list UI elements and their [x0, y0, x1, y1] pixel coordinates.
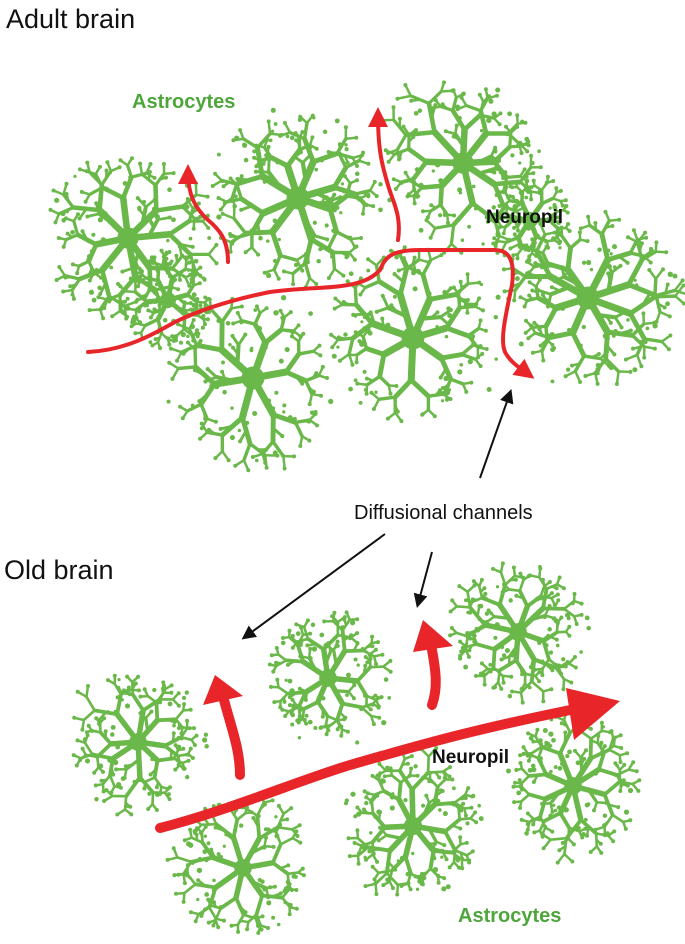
- astrocyte-cell: [491, 174, 572, 261]
- astrocyte-cell: [343, 746, 484, 897]
- astrocyte-cell: [267, 610, 393, 745]
- old-main-arrowhead: [566, 688, 620, 740]
- old-brain-heading: Old brain: [4, 555, 114, 585]
- old-astrocytes-label: Astrocytes: [458, 905, 562, 927]
- astrocyte-cell: [378, 80, 543, 255]
- pointer-arrow-adult: [479, 389, 514, 479]
- astrocyte-cell: [210, 107, 383, 290]
- old-neuropil-label: Neuropil: [432, 747, 510, 768]
- old-right-arrowhead: [413, 620, 453, 652]
- astrocyte-layer: [48, 80, 685, 935]
- pointer-arrow-old-right: [413, 551, 433, 609]
- old-diffusion-paths: [155, 620, 620, 833]
- old-branch-path-right: [427, 645, 441, 710]
- old-left-arrowhead: [203, 675, 243, 705]
- old-branch-path-left: [219, 695, 245, 780]
- adult-neuropil-label: Neuropil: [486, 207, 564, 228]
- adult-diffusion-paths: [86, 107, 535, 379]
- adult-branch-path-left: [178, 164, 230, 264]
- astrocyte-cell: [166, 295, 340, 473]
- adult-astrocytes-label: Astrocytes: [132, 91, 236, 113]
- adult-brain-heading: Adult brain: [6, 4, 136, 34]
- channel-pointers: [241, 389, 514, 640]
- astrocyte-cell: [448, 561, 591, 705]
- pointer-arrow-old-left: [241, 533, 386, 640]
- adult-branch-path-middle: [368, 107, 401, 242]
- astrocyte-cell: [165, 792, 306, 935]
- diffusional-channels-label: Diffusional channels: [354, 502, 533, 524]
- astrocyte-cell: [495, 209, 685, 386]
- old-main-diffusion-path: [155, 701, 595, 833]
- astrocyte-cell: [71, 673, 209, 817]
- astrocyte-cell: [329, 245, 499, 424]
- adult-main-diffusion-path: [86, 248, 535, 379]
